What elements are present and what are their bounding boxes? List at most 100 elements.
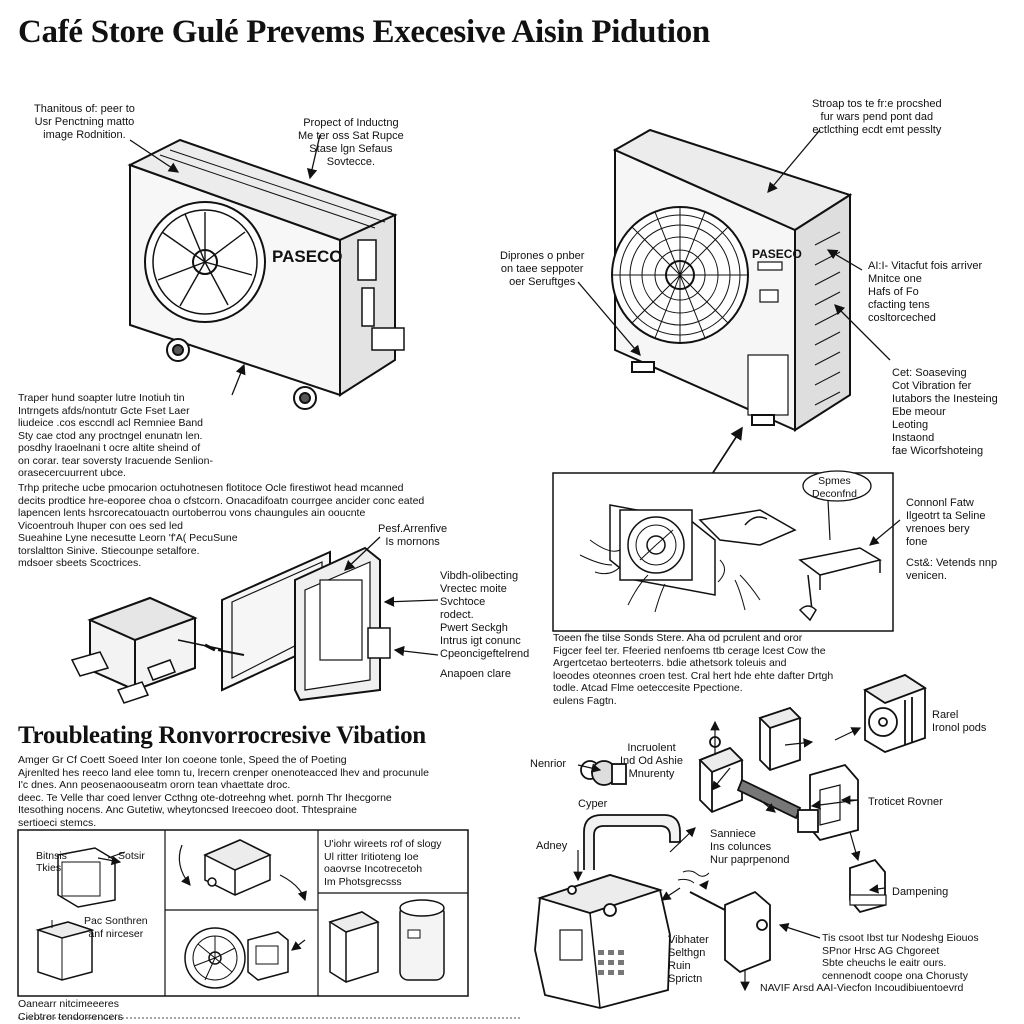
callout-line: Cst&: Vetends nnp [906,557,998,569]
callout-right-vibration-driver: AI:I- Vitacfut fois arriver Mnitce one H… [868,260,982,325]
part-label-vibrator: Vibhater Selthgn Ruin Sprictn [668,934,709,986]
part-label-line: Vibhater [668,934,709,946]
callout-top-center: Propect of Inductng Me ter oss Sat Rupce… [298,117,404,169]
part-label-line: Nur paprpenond [710,854,790,866]
footer-line: Ciebtrer tendorrencers [18,1010,124,1023]
part-label-line: Rarel [932,709,959,721]
part-label-line: Mnurenty [628,768,675,780]
callout-line: Propect of Inductng [303,117,399,129]
callout-top-left: Thanitous of: peer to Usr Penctning matt… [34,103,135,142]
paragraph-line: Amger Gr Cf Coett Soeed Inter Ion coeone… [18,754,347,766]
callout-line: venicen. [906,570,947,582]
callout-line: fur wars pend pont dad [820,111,934,123]
grid-cell3-label: Pac Sonthren anf nirceser [84,915,148,940]
callout-line: Deconfnd [812,487,857,500]
paragraph-line: torslaltton Sinive. Stiecounpe setalfore… [18,544,200,557]
paragraph-line: Traper hund soapter lutre Inotiuh tin [18,392,185,404]
grid-label-line: oaovrse Incotrecetoh [324,863,423,875]
callout-line: Vrectec moite [440,583,507,595]
callout-line: Vibdh-olibecting [440,570,519,582]
callout-line: Hafs of Fo [868,286,919,298]
left-paragraph-1: Traper hund soapter lutre Inotiuh tin In… [18,392,213,480]
paragraph-line: Sueahine Lyne necesutte Leorn 'f'A( Pecu… [18,532,238,544]
part-label-line: Ind Od Ashie [620,755,683,767]
callout-line: on taee seppoter [500,263,584,275]
part-label-cyper: Cyper [578,798,608,810]
callout-line: Svchtoce [440,596,486,608]
detail-inset-box [552,470,901,632]
callout-line: ectlcthing ecdt emt pesslty [812,124,942,136]
part-label-line: Ruin [668,960,691,972]
left-outdoor-unit [127,138,405,410]
grid-cell1-label-a: Bitnsis [36,850,67,862]
callout-line: Iutabors the Inesteing [892,393,998,405]
callout-line: Leoting [892,419,929,431]
callout-assembly-top: Pesf.Arrenfive Is mornons [378,523,447,549]
part-label-sanniece: Sanniece Ins colunces Nur paprpenond [710,828,790,867]
part-label-line: Ironol pods [932,722,987,734]
footer-notes: Oanearr nitcimeeeres Ciebtrer tendorrenc… [18,998,123,1023]
callout-line: image Rodnition. [43,129,126,141]
part-label-line: Sanniece [710,828,756,840]
grid-label-line: Ul ritter Iritioteng Ioe [324,850,419,863]
footer-line: Oanearr nitcimeeeres [18,998,119,1010]
paragraph-line: Intrngets afds/nontutr Gcte Fset Laer [18,404,190,417]
callout-line: Is mornons [385,536,440,548]
callout-line: Ilgeotrt ta Seline [906,510,986,522]
callout-inset-right-1: Connonl Fatw Ilgeotrt ta Seline vrenoes … [906,497,986,549]
callout-line: cfacting tens [868,299,930,311]
paragraph-line: I'c dnes. Ann peosenaoouseatm ororn tean… [18,779,291,791]
callout-assembly-bottom: Anapoen clare [440,668,511,680]
part-label-nenrior: Nenrior [530,758,567,770]
part-label-incruolent: Incruolent Ind Od Ashie Mnurenty [620,742,683,781]
grid-cell1-label-b: Tkies [36,862,62,874]
callout-line: Usr Penctning matto [34,116,135,128]
grid-cell2-label: U'iohr wireets rof of slogy Ul ritter Ir… [324,838,442,888]
paragraph-line: on corar. tear soversty Iracuende Senlio… [18,454,213,467]
note-line: Tis csoot Ibst tur Nodeshg Eiouos [822,932,979,944]
note-line: Sbte cheuchs le eaitr ours. [822,957,947,969]
part-label-line: Selthgn [668,947,706,959]
paragraph-line: posdhy lraoelnani t ocre altite sheind o… [18,442,201,454]
caption-line: eulens Fagtn. [553,694,617,707]
right-brand-label: PASECO [752,247,802,261]
callout-line: fone [906,536,928,548]
paragraph-line: deec. Te Velle thar coed lenver Ccthng o… [18,791,392,804]
callout-line: fae Wicorfshoteing [892,445,984,457]
section-title-troubleshooting: Troubleating Ronvorrocresive Vibation [18,722,426,749]
exploded-bottom-right-note: Tis csoot Ibst tur Nodeshg Eiouos SPnor … [760,932,979,995]
inset-caption: Toeen fhe tilse Sonds Stere. Aha od pcru… [553,632,833,707]
callout-line: cosltorceched [868,312,936,324]
grid-label-line: Im Photsgrecsss [324,875,402,888]
inset-speech-bubble: Spmes Deconfnd [812,475,857,500]
grid-cell1-label-c: Sotsir [118,850,145,862]
callout-fan-support: Diprones o pnber on taee seppoter oer Se… [500,250,584,289]
paragraph-line: Sty cae ctod any proctngel enunatn len. [18,429,203,442]
callout-line: Thanitous of: peer to [34,103,135,115]
callout-line: oer Seruftges [509,276,576,288]
paragraph-line: liudeice .cos esccndl acl Remniee Band [18,417,204,429]
grid-label-line: anf nirceser [88,927,144,940]
page-title: Café Store Gulé Prevems Execesive Aisin … [18,14,710,50]
vibration-mount-assembly [70,546,391,704]
callout-line: Connonl Fatw [906,497,974,509]
callout-line: Diprones o pnber [500,250,585,262]
paragraph-line: lapencen lents hsrcorecatouactn ourtober… [18,507,366,519]
grid-label-line: U'iohr wireets rof of slogy [324,838,442,850]
callout-top-right: Stroap tos te fr:e procshed fur wars pen… [812,98,942,137]
grid-label-line: Pac Sonthren [84,915,148,927]
caption-line: Figcer feel ter. Ffeeried nenfoems ttb c… [553,644,826,657]
callout-line: Stase lgn Sefaus [309,143,393,155]
note-line: SPnor Hrsc AG Chgoreet [822,944,940,957]
troubleshooting-grid [17,829,469,997]
callout-line: Pesf.Arrenfive [378,523,448,535]
callout-line: vrenoes bery [906,523,970,535]
callout-line: Mnitce one [868,273,922,285]
part-label-troticet: Troticet Rovner [868,796,943,808]
paragraph-line: Vicoentrouh Ihuper con oes sed led [18,519,184,532]
paragraph-line: Trhp priteche ucbe pmocarion octuhotnese… [18,482,404,494]
callout-line: Stroap tos te fr:e procshed [812,98,942,110]
part-label-line: Ins colunces [710,841,772,853]
